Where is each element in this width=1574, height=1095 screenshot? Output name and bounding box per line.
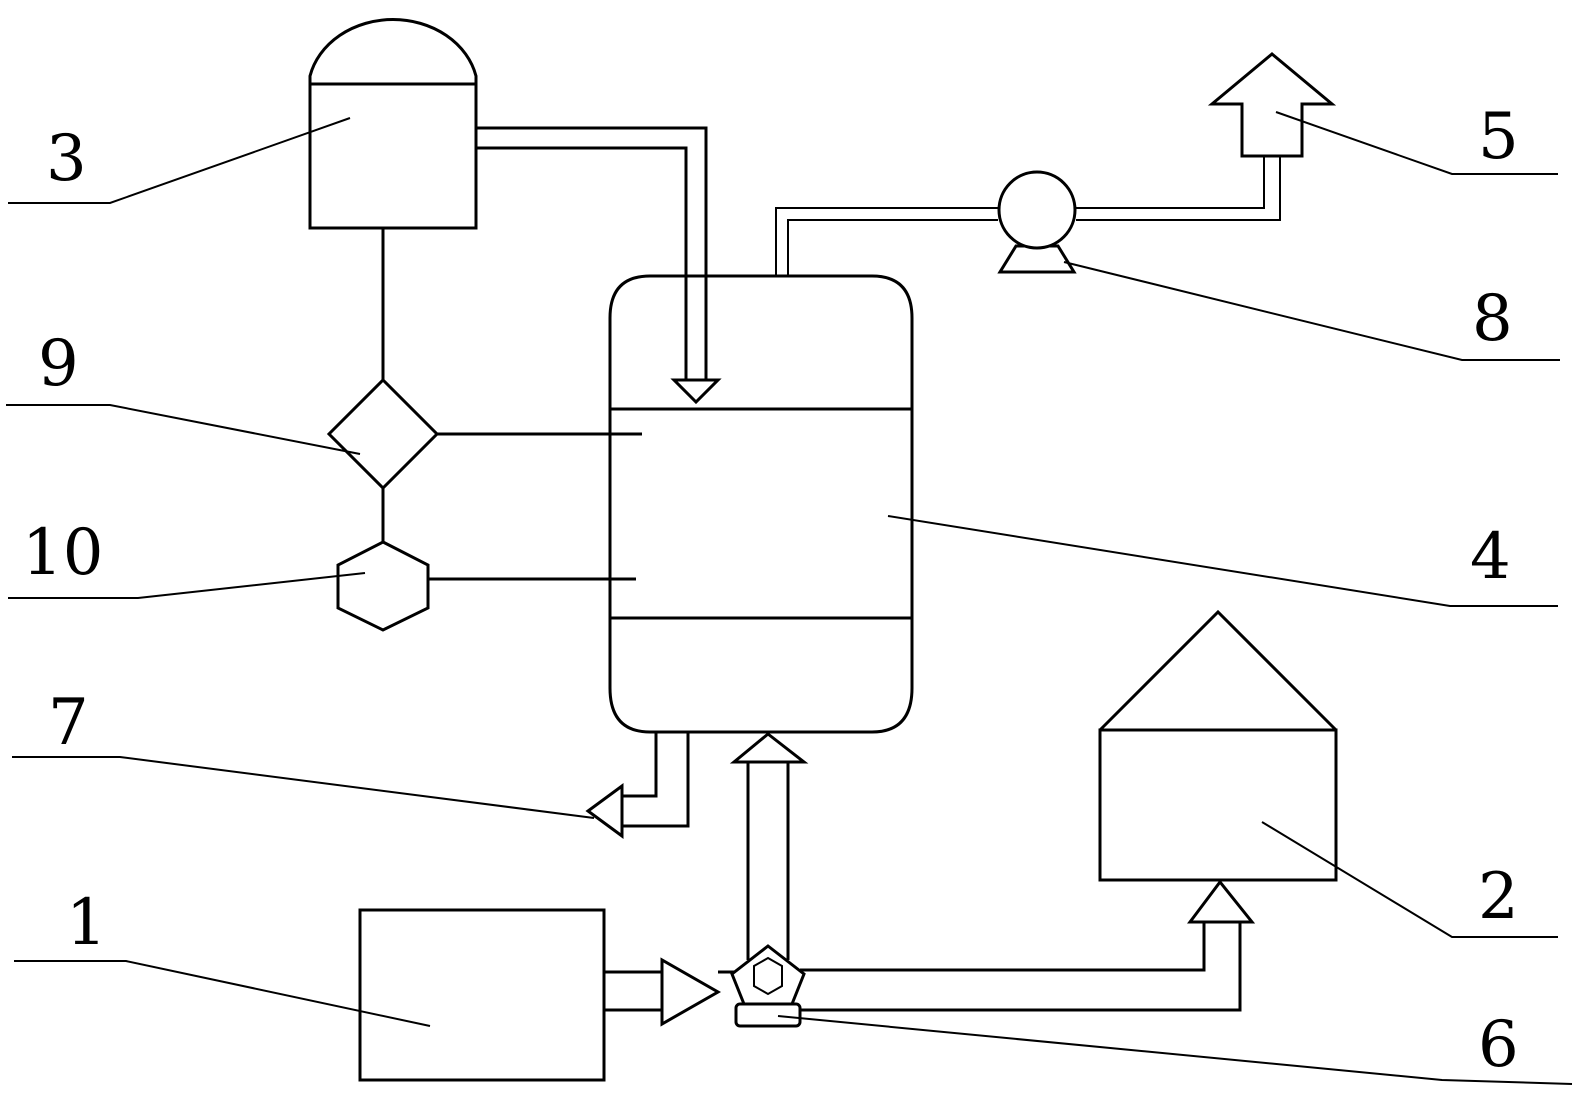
label-9: 9 bbox=[38, 327, 79, 401]
component-6-valve bbox=[730, 944, 806, 1028]
pipe-6-to-2 bbox=[800, 879, 1256, 1012]
label-10: 10 bbox=[22, 516, 103, 590]
component-9-diamond bbox=[326, 377, 642, 491]
component-7-discharge bbox=[585, 732, 690, 839]
component-5-exhaust-arrow bbox=[1207, 52, 1337, 158]
label-2: 2 bbox=[1478, 860, 1519, 934]
component-4-vessel bbox=[608, 274, 914, 734]
label-1: 1 bbox=[66, 886, 107, 960]
pipe-1-to-6 bbox=[604, 957, 740, 1027]
component-2-house bbox=[1098, 609, 1338, 882]
label-8: 8 bbox=[1472, 282, 1513, 356]
component-3-dome-tank bbox=[308, 18, 478, 230]
label-3: 3 bbox=[46, 122, 87, 196]
label-4: 4 bbox=[1470, 520, 1511, 594]
pipe-6-to-4 bbox=[729, 732, 809, 960]
leader-lines bbox=[6, 111, 1573, 1085]
label-5: 5 bbox=[1478, 100, 1519, 174]
component-8-pump bbox=[997, 170, 1077, 274]
label-6: 6 bbox=[1478, 1008, 1519, 1082]
pipe-3-to-4 bbox=[476, 126, 722, 405]
label-7: 7 bbox=[48, 686, 89, 760]
component-1-box bbox=[358, 908, 606, 1082]
callout-labels: 3 5 8 9 10 4 7 2 1 6 bbox=[22, 100, 1519, 1082]
pipe-4-to-5 bbox=[775, 156, 1281, 276]
component-10-hexagon bbox=[336, 540, 636, 632]
